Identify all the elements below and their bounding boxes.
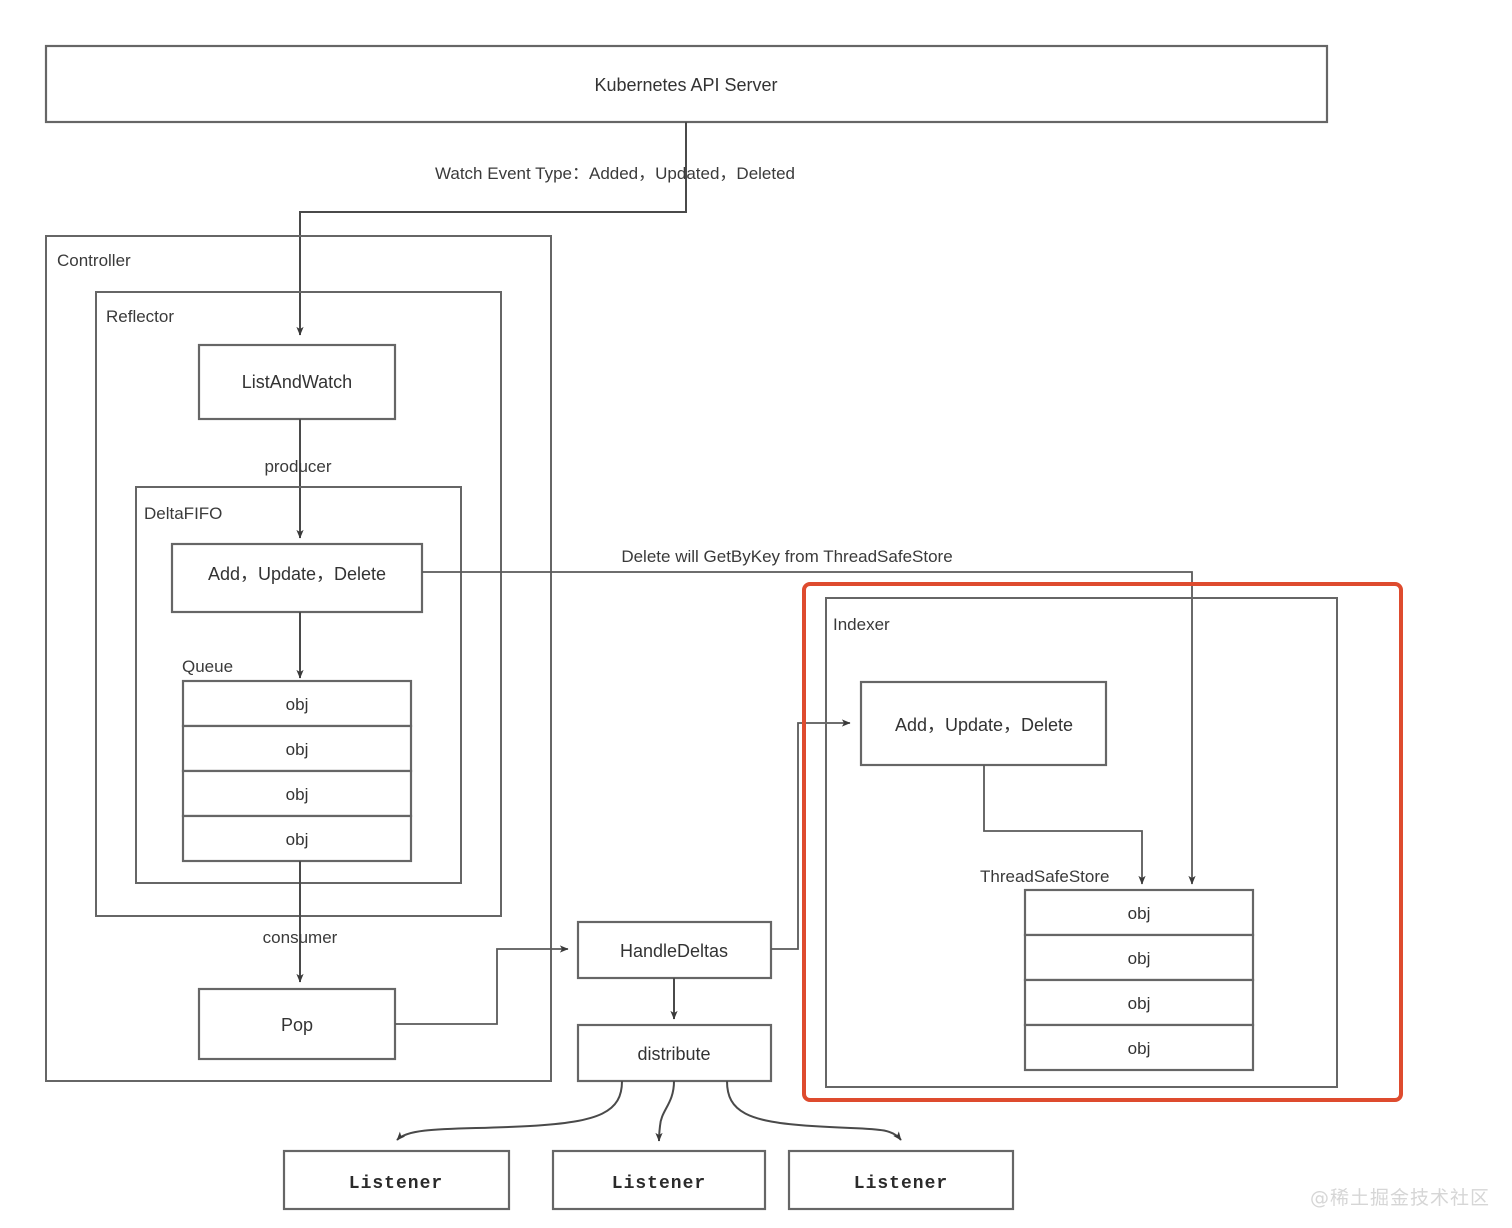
connector-apiserver-to-reflector [296, 122, 687, 336]
listener-label-2: Listener [612, 1174, 706, 1194]
distribute-label: distribute [637, 1044, 710, 1064]
deltafifo-label: DeltaFIFO [144, 504, 222, 523]
controller-label: Controller [57, 251, 131, 270]
threadsafestore-label: ThreadSafeStore [980, 867, 1109, 886]
store-obj-2: obj [1128, 994, 1151, 1013]
store-obj-3: obj [1128, 1039, 1151, 1058]
reflector-group: Reflector [95, 291, 502, 917]
connector-distribute-to-listener-3 [726, 1080, 902, 1141]
indexer-group: Indexer [825, 597, 1338, 1088]
pop-box: Pop [197, 987, 397, 1061]
watermark: @稀土掘金技术社区 [1309, 1187, 1490, 1209]
deltafifo-ops-label: Add，Update，Delete [208, 564, 386, 584]
queue-obj-2: obj [286, 785, 309, 804]
listener-box-3: Listener [787, 1149, 1015, 1211]
listener-label-3: Listener [854, 1174, 948, 1194]
list-and-watch-box: ListAndWatch [197, 343, 397, 421]
queue-obj-0: obj [286, 695, 309, 714]
watch-event-label: Watch Event Type：Added，Updated，Deleted [435, 164, 795, 183]
connector-delete-getbykey [422, 571, 1196, 885]
api-server-label: Kubernetes API Server [594, 75, 777, 95]
indexer-ops-label: Add，Update，Delete [895, 715, 1073, 735]
deltafifo-ops-box: Add，Update，Delete [170, 542, 424, 614]
connector-indexerops-to-store [983, 765, 1146, 885]
delete-getbykey-label: Delete will GetByKey from ThreadSafeStor… [621, 547, 952, 566]
pop-label: Pop [281, 1015, 313, 1035]
connector-pop-to-handledeltas [395, 945, 569, 1025]
queue-label: Queue [182, 657, 233, 676]
listener-label-1: Listener [349, 1174, 443, 1194]
producer-label: producer [264, 457, 331, 476]
listener-box-1: Listener [282, 1149, 511, 1211]
handle-deltas-label: HandleDeltas [620, 941, 728, 961]
consumer-label: consumer [263, 928, 338, 947]
threadsafestore-obj-stack: obj obj obj obj [1023, 888, 1255, 1072]
queue-obj-1: obj [286, 740, 309, 759]
connector-distribute-to-listener-2 [655, 1080, 675, 1142]
reflector-label: Reflector [106, 307, 174, 326]
list-and-watch-label: ListAndWatch [242, 372, 352, 392]
connector-distribute-to-listener-1 [396, 1080, 623, 1141]
distribute-box: distribute [576, 1023, 773, 1083]
deltafifo-group: DeltaFIFO [135, 486, 462, 884]
queue-obj-stack: obj obj obj obj [181, 679, 413, 863]
indexer-highlight-border [802, 582, 1403, 1102]
handle-deltas-box: HandleDeltas [576, 920, 773, 980]
api-server-box: Kubernetes API Server [44, 44, 1329, 124]
store-obj-0: obj [1128, 904, 1151, 923]
queue-obj-3: obj [286, 830, 309, 849]
indexer-label: Indexer [833, 615, 890, 634]
indexer-ops-box: Add，Update，Delete [859, 680, 1108, 767]
controller-group: Controller [45, 235, 552, 1082]
store-obj-1: obj [1128, 949, 1151, 968]
listener-box-2: Listener [551, 1149, 767, 1211]
connector-handledeltas-to-indexer [771, 719, 851, 950]
